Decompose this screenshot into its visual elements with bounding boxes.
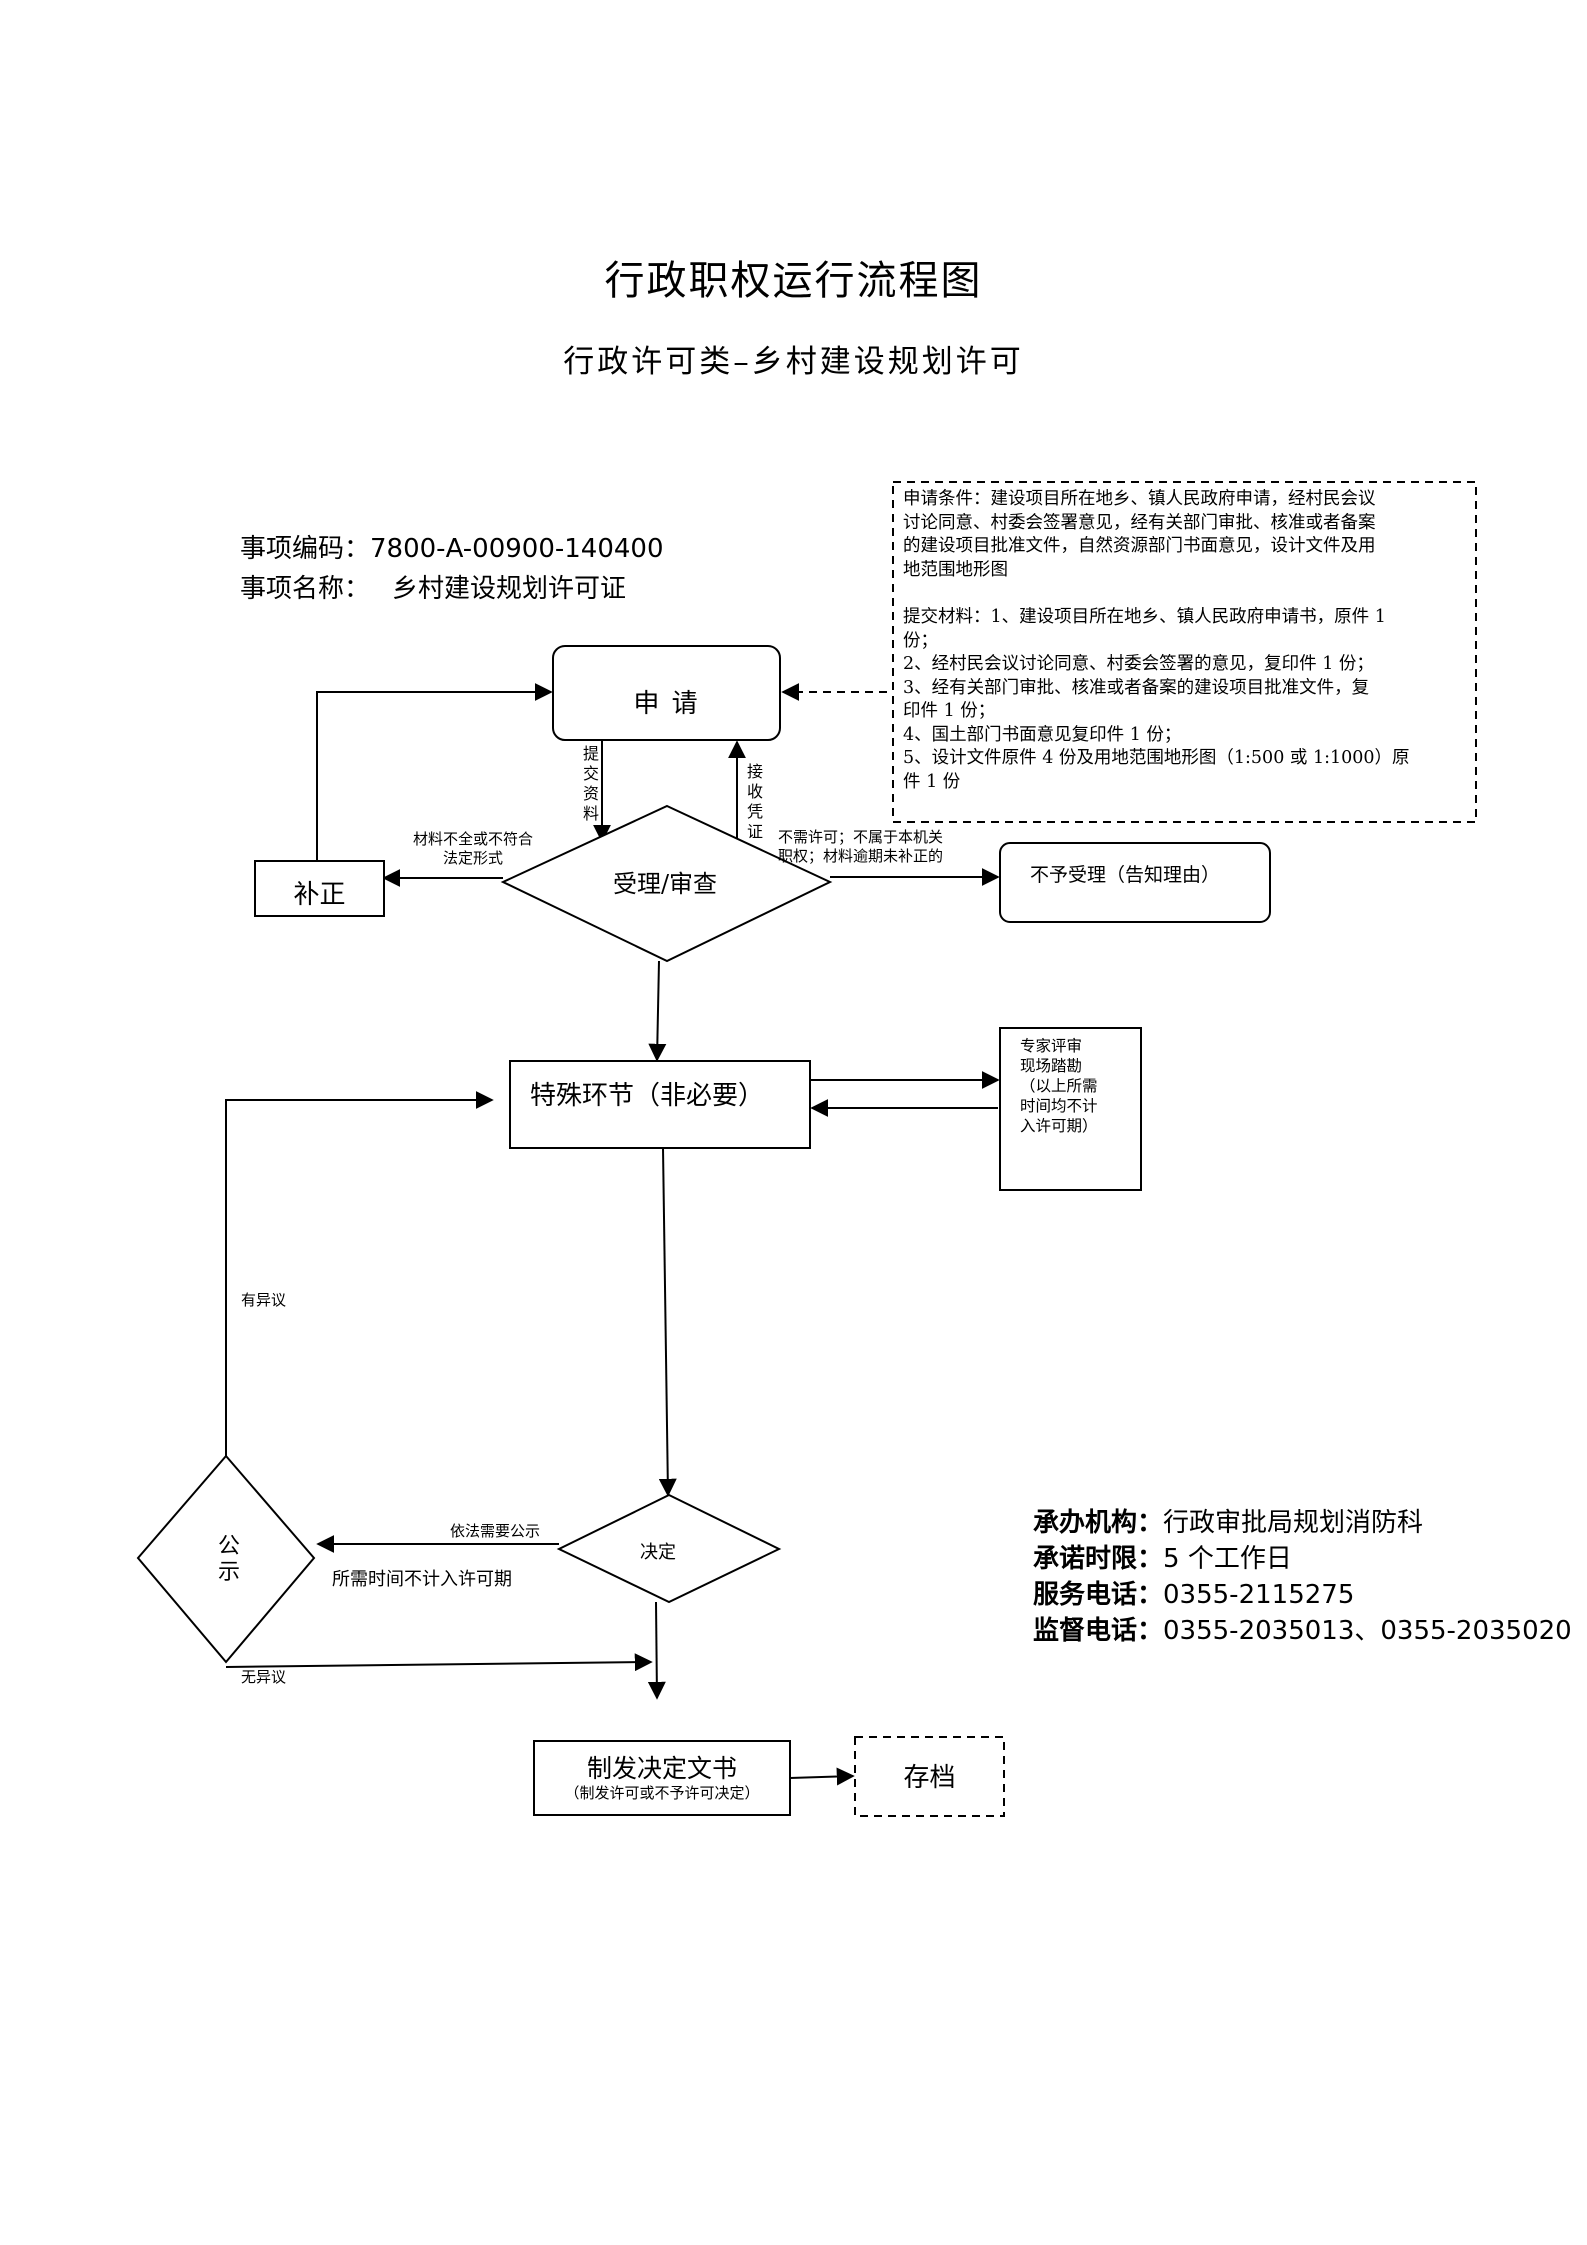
item-name: 事项名称： 乡村建设规划许可证 [240,568,664,608]
conditions-line: 讨论同意、村委会签署意见，经有关部门审批、核准或者备案 [903,512,1376,533]
item-code-label: 事项编码： [240,534,371,564]
receipt-char: 接 [746,762,763,781]
phone-row: 服务电话：0355-2115275 [1033,1577,1572,1613]
submit-char: 资 [582,784,599,803]
expert-line: 现场踏勘 [1020,1057,1083,1075]
reject-label: 不予受理（告知理由） [1030,864,1221,886]
correct-condition-line: 材料不全或不符合 [412,830,533,848]
conditions-line: 份； [903,630,938,651]
archive-label: 存档 [903,1763,956,1793]
conditions-line: 2、经村民会议讨论同意、村委会签署的意见，复印件 1 份； [903,654,1374,674]
expert-line: （以上所需 [1020,1077,1098,1095]
review-to-special-arrow [648,960,667,1062]
conditions-line: 5、设计文件原件 4 份及用地范围地形图（1:500 或 1:1000）原 [903,748,1410,768]
submit-char: 提 [582,744,599,763]
reject-condition-line: 职权；材料逾期未补正的 [778,847,944,865]
decision-to-issue-arrow [647,1601,666,1700]
expert-line: 专家评审 [1020,1037,1083,1055]
conditions-text: 申请条件：建设项目所在地乡、镇人民政府申请，经村民会议 讨论同意、村委会签署意见… [903,488,1478,794]
correct-condition-line: 法定形式 [442,849,503,867]
correct-label: 补正 [293,880,346,910]
decision-label: 决定 [640,1542,676,1563]
expert-line: 时间均不计 [1020,1097,1098,1115]
expert-line: 入许可期） [1020,1117,1098,1135]
supervise-label: 监督电话： [1033,1616,1164,1646]
conditions-line: 申请条件：建设项目所在地乡、镇人民政府申请，经村民会议 [903,489,1376,509]
supervise-value: 0355-2035013、0355-2035020 [1163,1616,1572,1646]
item-code-value: 7800-A-00900-140400 [370,534,664,564]
decision-diamond[interactable] [556,1493,782,1604]
archive-box[interactable] [854,1736,1005,1817]
conditions-line: 件 1 份 [903,771,961,792]
conditions-line: 地范围地形图 [903,559,1008,580]
publicity-char: 示 [217,1560,240,1585]
no-objection-label: 无异议 [241,1668,287,1686]
conditions-line: 3、经有关部门审批、核准或者备案的建设项目批准文件，复 [903,677,1370,698]
phone-label: 服务电话： [1033,1580,1164,1610]
item-name-value: 乡村建设规划许可证 [392,574,627,604]
correct-box[interactable] [254,860,385,917]
item-code: 事项编码：7800-A-00900-140400 [240,528,664,568]
submit-char: 料 [582,804,599,823]
reject-condition-line: 不需许可；不属于本机关 [778,828,944,846]
correct-to-apply-arrow [316,683,553,861]
publicity-need-label: 依法需要公示 [450,1522,541,1540]
expert-box[interactable] [999,1027,1142,1191]
item-meta: 事项编码：7800-A-00900-140400 事项名称： 乡村建设规划许可证 [240,528,664,608]
submit-char: 交 [582,764,599,783]
receipt-char: 收 [746,782,763,801]
conditions-line: 提交材料：1、建设项目所在地乡、镇人民政府申请书，原件 1 [903,607,1386,627]
issue-box[interactable] [533,1740,791,1816]
issue-sublabel: （制发许可或不予许可决定） [564,1784,760,1802]
special-box[interactable] [509,1060,811,1149]
publicity-label: 公 示 [216,1534,242,1586]
apply-label: 申 请 [633,689,700,719]
org-value: 行政审批局规划消防科 [1163,1508,1424,1538]
reject-condition: 不需许可；不属于本机关 职权；材料逾期未补正的 [778,828,943,866]
special-label: 特殊环节（非必要） [530,1081,765,1111]
supervise-row: 监督电话：0355-2035013、0355-2035020 [1033,1613,1572,1649]
review-diamond[interactable] [500,804,833,963]
item-name-label: 事项名称： [240,574,371,604]
objection-label: 有异议 [241,1291,287,1309]
conditions-line: 的建设项目批准文件，自然资源部门书面意见，设计文件及用 [903,536,1376,556]
publicity-time-label: 所需时间不计入许可期 [332,1569,512,1590]
receipt-label: 接 收 凭 证 [745,762,765,842]
conditions-line: 4、国土部门书面意见复印件 1 份； [903,724,1182,745]
org-row: 承办机构：行政审批局规划消防科 [1033,1505,1572,1541]
no-objection-arrow [225,1653,653,1672]
objection-arrow [225,1091,494,1456]
time-row: 承诺时限：5 个工作日 [1033,1541,1572,1577]
expert-text: 专家评审 现场踏勘 （以上所需 时间均不计 入许可期） [1020,1036,1098,1136]
correct-condition: 材料不全或不符合 法定形式 [388,830,558,868]
apply-box[interactable] [552,645,781,741]
publicity-char: 公 [217,1534,240,1559]
issue-to-archive-arrow [789,1767,855,1786]
service-info: 承办机构：行政审批局规划消防科 承诺时限：5 个工作日 服务电话：0355-21… [1033,1505,1572,1649]
reject-box[interactable] [999,842,1271,923]
receipt-char: 证 [746,822,763,841]
publicity-diamond[interactable] [136,1454,316,1664]
org-label: 承办机构： [1033,1508,1164,1538]
page-subtitle: 行政许可类–乡村建设规划许可 [563,344,1024,380]
submit-label: 提 交 资 料 [581,744,601,824]
time-label: 承诺时限： [1033,1544,1164,1574]
special-to-decision-arrow [658,1147,677,1497]
phone-value: 0355-2115275 [1163,1580,1355,1610]
time-value: 5 个工作日 [1163,1544,1292,1574]
receipt-char: 凭 [746,802,763,821]
page-title: 行政职权运行流程图 [604,258,983,304]
conditions-line: 印件 1 份； [903,701,996,721]
review-label: 受理/审查 [612,870,718,898]
issue-label: 制发决定文书 [586,1754,737,1783]
